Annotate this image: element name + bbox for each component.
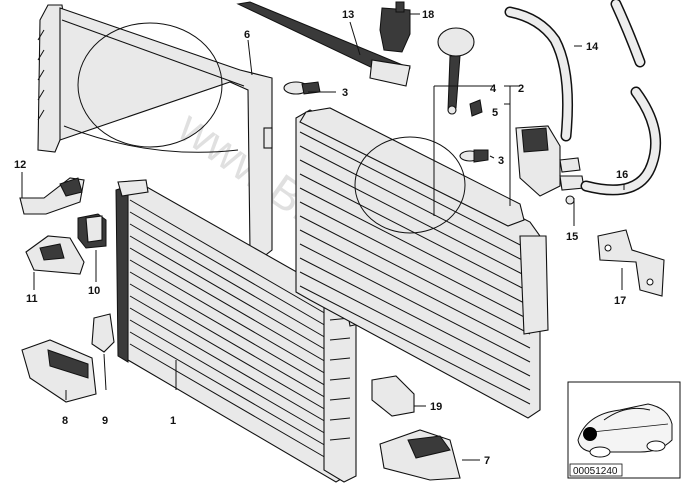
clip xyxy=(371,375,415,417)
callout-10: 10 xyxy=(88,285,100,297)
clip xyxy=(459,149,489,163)
small-clip xyxy=(469,99,483,117)
rubber-bush xyxy=(91,313,115,353)
hose xyxy=(580,0,662,196)
callout-14: 14 xyxy=(586,41,599,53)
connector xyxy=(379,1,411,53)
callout-17: 17 xyxy=(614,295,626,307)
bracket xyxy=(19,177,85,215)
hose xyxy=(504,6,574,142)
vehicle-locator-inset: 00051240 xyxy=(567,381,681,479)
callout-2: 2 xyxy=(518,83,524,95)
radiator xyxy=(115,179,377,483)
fan-shroud xyxy=(37,4,273,259)
callout-13: 13 xyxy=(342,9,354,21)
callout-3: 3 xyxy=(498,155,504,167)
condenser xyxy=(295,107,549,419)
vacuum-unit xyxy=(437,27,475,115)
leader-lines xyxy=(21,13,625,461)
reference-code: 00051240 xyxy=(573,466,618,477)
location-marker-icon xyxy=(583,427,597,441)
callout-9: 9 xyxy=(102,415,108,427)
rubber-mount xyxy=(77,213,107,249)
callout-3: 3 xyxy=(342,87,348,99)
clip xyxy=(283,81,321,95)
callout-4: 4 xyxy=(490,83,497,95)
callout-15: 15 xyxy=(566,231,578,243)
callout-18: 18 xyxy=(422,9,434,21)
callout-12: 12 xyxy=(14,159,26,171)
callout-7: 7 xyxy=(484,455,490,467)
mount xyxy=(25,235,85,275)
callout-11: 11 xyxy=(26,293,38,305)
callout-8: 8 xyxy=(62,415,68,427)
air-duct xyxy=(21,339,97,403)
callout-16: 16 xyxy=(616,169,628,181)
callout-1: 1 xyxy=(170,415,176,427)
callout-6: 6 xyxy=(244,29,250,41)
air-duct xyxy=(379,429,461,481)
callout-5: 5 xyxy=(492,107,498,119)
seal-strip xyxy=(236,1,411,87)
bracket xyxy=(597,229,665,297)
callout-19: 19 xyxy=(430,401,442,413)
solenoid-valve xyxy=(515,125,585,205)
